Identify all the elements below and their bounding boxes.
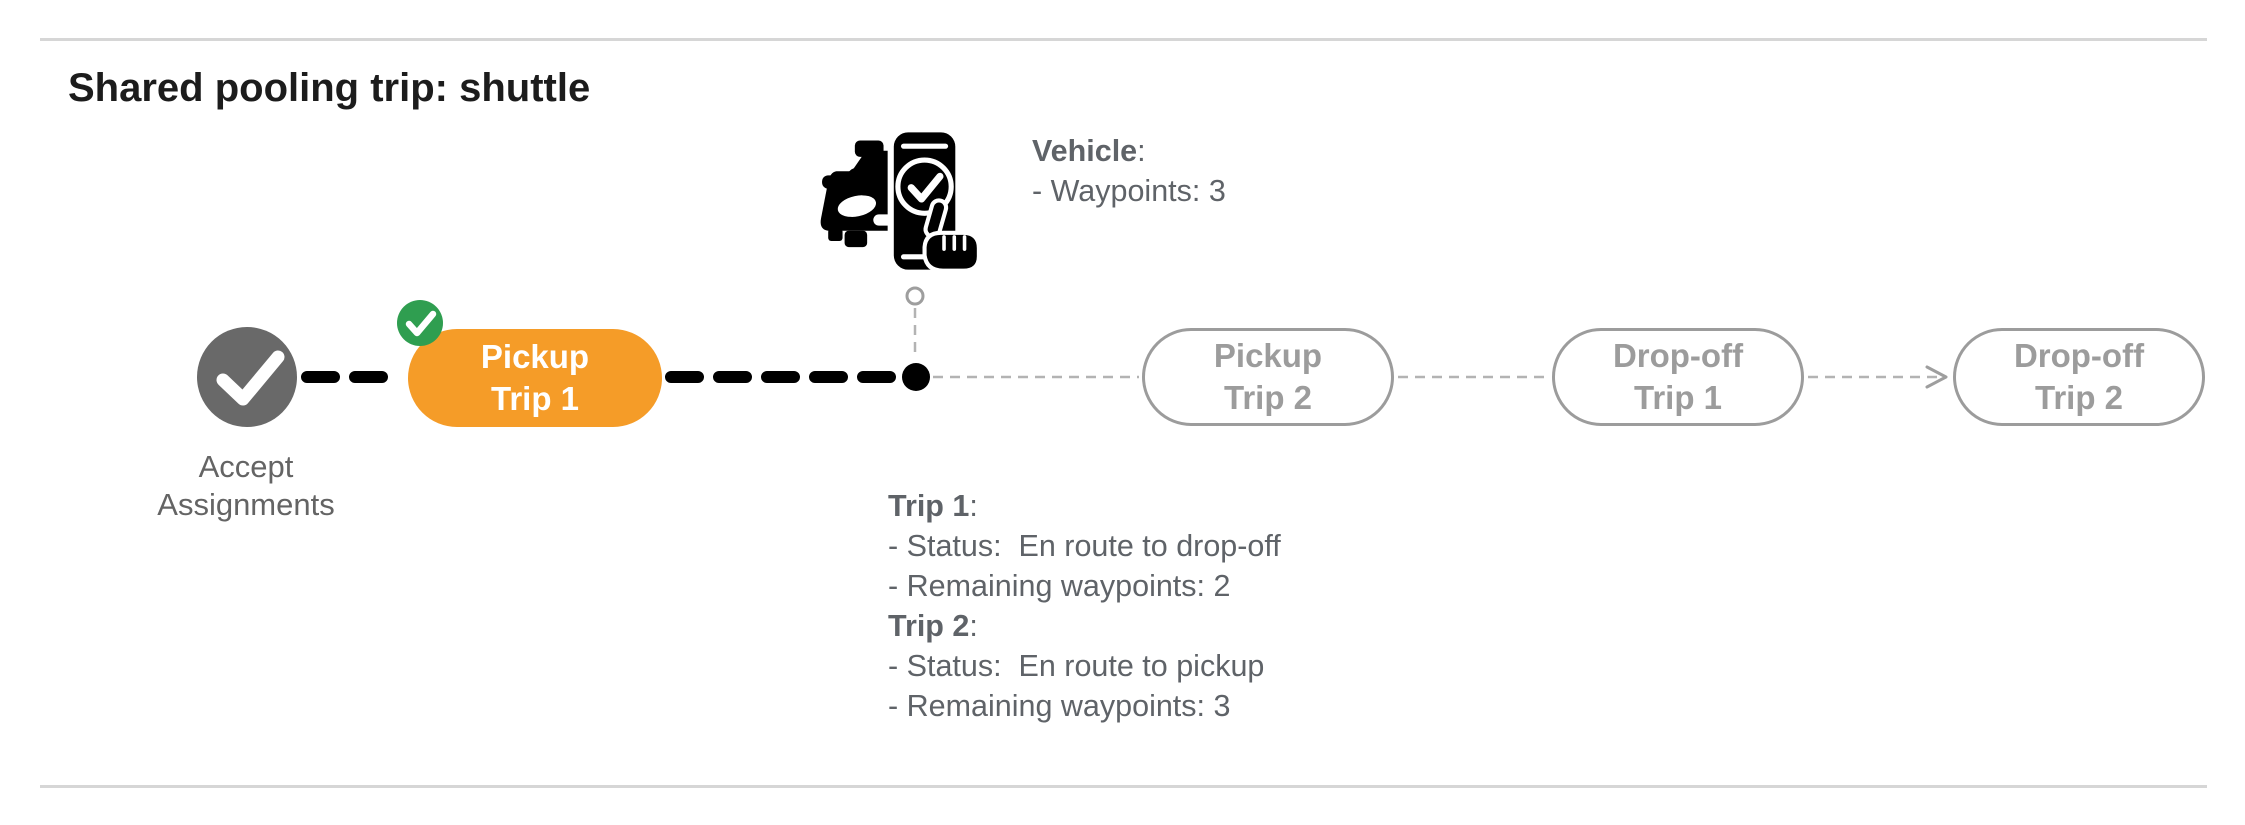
bottom-divider [40, 785, 2207, 788]
vehicle-info-waypoints: - Waypoints: 3 [1032, 174, 1226, 208]
hand-pointer-icon [922, 198, 981, 273]
trip-1-remaining-waypoints: - Remaining waypoints: 2 [888, 569, 1231, 603]
check-icon [405, 310, 437, 337]
stage-pill-line2: Trip 2 [1223, 379, 1313, 416]
trip-1-status: - Status: En route to drop-off [888, 529, 1281, 563]
stage-pill-line1: Pickup [1213, 337, 1323, 374]
stage-pill-line1: Drop-off [2013, 337, 2145, 374]
stage-pill-line2: Trip 2 [2034, 379, 2124, 416]
page-title: Shared pooling trip: shuttle [68, 66, 591, 110]
node-accept-assignments [197, 327, 297, 427]
trip-2-title: Trip 2: [888, 609, 978, 643]
vehicle-position-dot [902, 363, 930, 391]
stage-pill-line2: Trip 1 [490, 380, 580, 417]
trip-status-panel: Trip 1: - Status: En route to drop-off -… [888, 486, 1281, 726]
vehicle-marker-ring [905, 286, 925, 306]
stage-pill-line1: Drop-off [1612, 337, 1744, 374]
trip-2-status: - Status: En route to pickup [888, 649, 1265, 683]
check-icon [216, 350, 285, 406]
stage-pill-dropoff-trip-1: Drop-off Trip 1 [1552, 328, 1804, 426]
check-icon [907, 172, 944, 203]
trip-2-remaining-waypoints: - Remaining waypoints: 3 [888, 689, 1231, 723]
trip-1-title: Trip 1: [888, 489, 978, 523]
car-icon [820, 140, 898, 248]
stage-pill-line2: Trip 1 [1633, 379, 1723, 416]
arrowhead-icon [1925, 365, 1948, 389]
accept-assignments-label: Accept Assignments [157, 449, 335, 522]
stage-pill-pickup-trip-1: Pickup Trip 1 [408, 329, 662, 427]
vehicle-app-icon [820, 126, 981, 276]
top-divider [40, 38, 2207, 41]
vehicle-info-title: Vehicle: [1032, 134, 1146, 168]
vehicle-info-panel: Vehicle: - Waypoints: 3 [1032, 131, 1226, 211]
stage-pill-pickup-trip-2: Pickup Trip 2 [1142, 328, 1394, 426]
stage-pill-dropoff-trip-2: Drop-off Trip 2 [1953, 328, 2205, 426]
stage-pill-line1: Pickup [480, 338, 590, 375]
accept-node-circle [197, 327, 297, 427]
